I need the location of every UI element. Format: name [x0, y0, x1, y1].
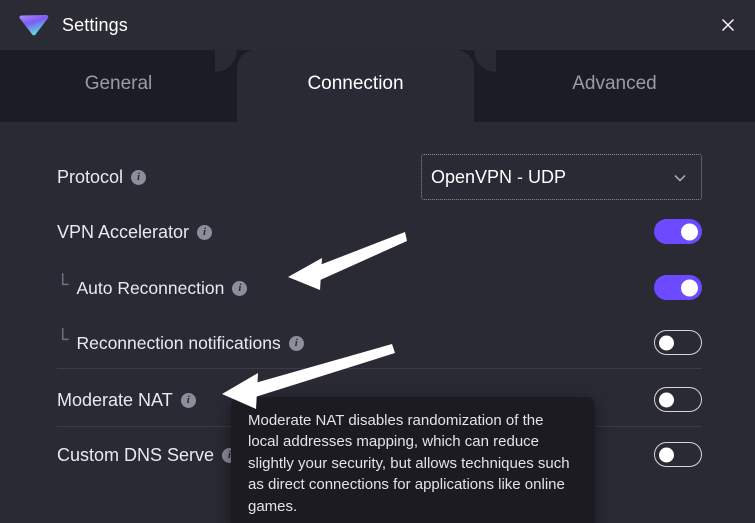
protocol-dropdown[interactable]: OpenVPN - UDP	[421, 154, 702, 200]
custom-dns-toggle[interactable]	[654, 442, 702, 467]
chevron-down-icon	[674, 175, 686, 182]
row-auto-reconnection: └ Auto Reconnection i	[57, 260, 702, 316]
protocol-label: Protocol	[57, 166, 124, 187]
row-vpn-accelerator: VPN Accelerator i	[57, 204, 702, 260]
protonvpn-logo-icon	[19, 15, 49, 36]
row-reconnection-notifications: └ Reconnection notifications i	[57, 315, 702, 371]
close-icon	[722, 19, 734, 31]
moderate-nat-label: Moderate NAT	[57, 389, 173, 410]
tree-branch-icon: └	[57, 328, 69, 351]
vpn-accelerator-label: VPN Accelerator	[57, 221, 190, 242]
divider	[57, 368, 702, 369]
reconnection-notifications-label: Reconnection notifications	[76, 332, 281, 353]
info-icon[interactable]: i	[232, 280, 248, 296]
vpn-accelerator-toggle[interactable]	[654, 219, 702, 244]
tab-connection[interactable]: Connection	[237, 50, 474, 122]
auto-reconnection-label: Auto Reconnection	[76, 277, 225, 298]
tab-general[interactable]: General	[84, 73, 153, 94]
info-icon[interactable]: i	[180, 392, 196, 408]
row-moderate-nat: Moderate NAT i	[57, 372, 702, 428]
tooltip-text: Moderate NAT disables randomization of t…	[248, 412, 570, 515]
moderate-nat-toggle[interactable]	[654, 387, 702, 412]
moderate-nat-tooltip: Moderate NAT disables randomization of t…	[231, 397, 595, 523]
row-protocol: Protocol i	[57, 149, 702, 205]
close-button[interactable]	[709, 7, 747, 43]
info-icon[interactable]: i	[288, 335, 304, 351]
tree-branch-icon: └	[57, 273, 69, 296]
page-title: Settings	[62, 14, 128, 35]
protocol-dropdown-value: OpenVPN - UDP	[431, 166, 567, 187]
custom-dns-label: Custom DNS Serve	[57, 444, 215, 465]
tab-advanced[interactable]: Advanced	[572, 73, 657, 94]
reconnection-notifications-toggle[interactable]	[654, 330, 702, 355]
title-bar: Settings	[0, 0, 755, 50]
tab-bar: General Connection Advanced	[0, 50, 755, 122]
info-icon[interactable]: i	[131, 169, 147, 185]
auto-reconnection-toggle[interactable]	[654, 275, 702, 300]
info-icon[interactable]: i	[197, 224, 213, 240]
